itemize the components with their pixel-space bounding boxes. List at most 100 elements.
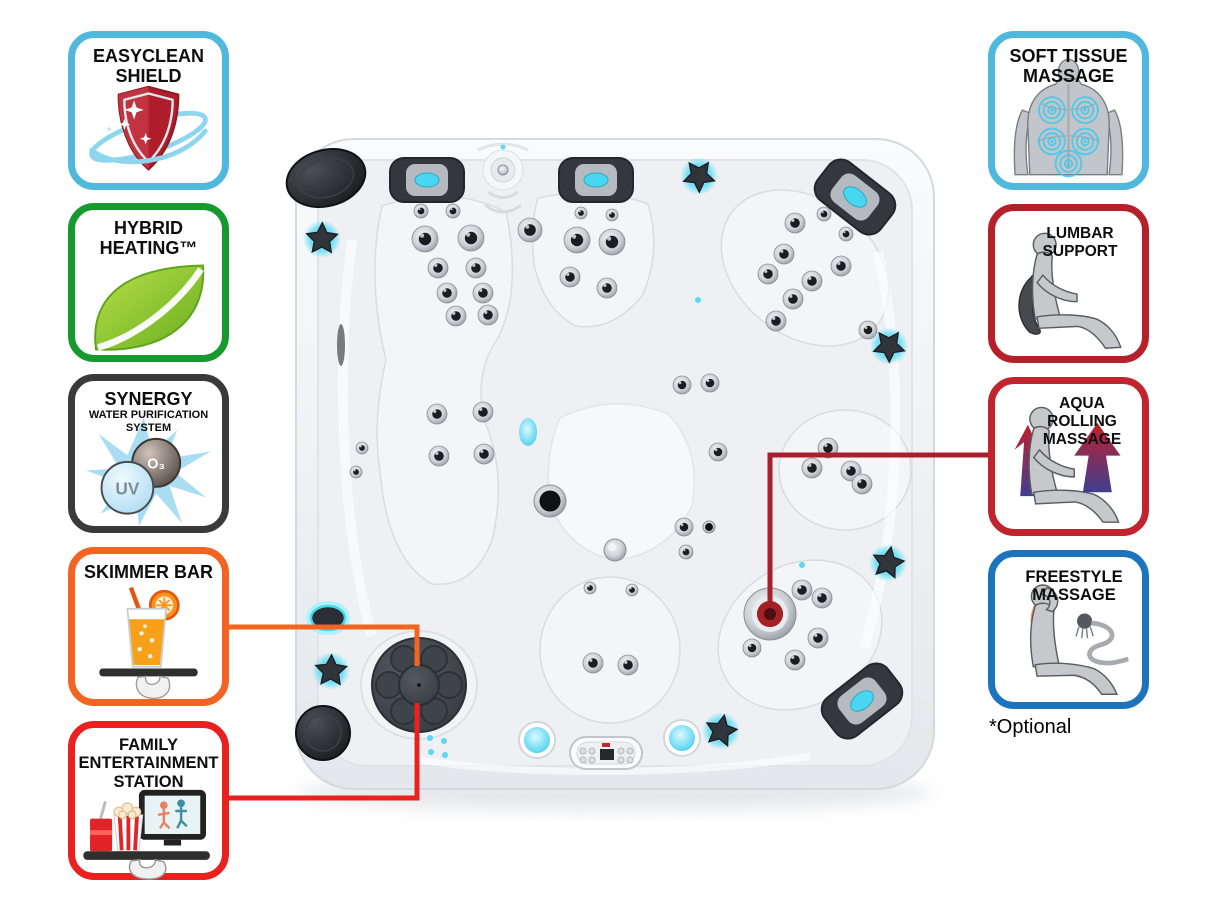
badge-soft-tissue-massage: SOFT TISSUE MASSAGE bbox=[988, 31, 1149, 190]
skimmer-bar-connector bbox=[228, 624, 420, 666]
spa-jet bbox=[582, 652, 604, 674]
badge-title: EASYCLEAN SHIELD bbox=[92, 46, 204, 87]
spa-jet bbox=[784, 212, 806, 234]
spa-jet bbox=[413, 203, 429, 219]
panel-logo bbox=[602, 743, 610, 747]
led-light bbox=[518, 721, 556, 759]
badge-family-entertainment-station: FAMILY ENTERTAINMENT STATION bbox=[68, 721, 229, 880]
spa-jet bbox=[574, 206, 588, 220]
diverter-cap bbox=[306, 601, 350, 635]
speaker-dome bbox=[285, 148, 367, 208]
headrest-pillow bbox=[820, 662, 904, 740]
massage-pulse-rings bbox=[1038, 96, 1099, 178]
back-massage-icon bbox=[1013, 58, 1124, 178]
spa-jet bbox=[782, 288, 804, 310]
spa-jet bbox=[674, 517, 694, 537]
badge-title: FREESTYLE MASSAGE bbox=[1025, 568, 1123, 605]
spa-jets bbox=[349, 203, 878, 676]
sparkles bbox=[105, 100, 152, 149]
ozone-label: O₃ bbox=[147, 457, 165, 473]
led-light bbox=[663, 719, 701, 757]
spa-jet bbox=[563, 226, 591, 254]
badge-aqua-rolling-massage: AQUA ROLLING MASSAGE bbox=[988, 377, 1149, 536]
badge-title: SKIMMER BAR bbox=[84, 562, 213, 582]
seated-lumbar-icon bbox=[1018, 232, 1122, 349]
badge-easyclean-shield: EASYCLEAN SHIELD bbox=[68, 31, 229, 190]
badge-title: SOFT TISSUE MASSAGE bbox=[1009, 46, 1128, 87]
badge-title: SYNERGY bbox=[104, 389, 193, 409]
spa-jet bbox=[678, 544, 694, 560]
panel-buttons[interactable] bbox=[579, 747, 634, 764]
badge-hybrid-heating: HYBRID HEATING™ bbox=[68, 203, 229, 362]
spa-jet bbox=[472, 282, 494, 304]
spa-jet bbox=[445, 203, 461, 219]
spa-fixtures bbox=[285, 142, 904, 770]
spa-jet bbox=[858, 320, 878, 340]
spa-jet bbox=[517, 217, 543, 243]
spa-jet bbox=[605, 208, 619, 222]
air-control-valve[interactable] bbox=[869, 544, 907, 582]
tub-highlights bbox=[337, 239, 901, 776]
lit-accent bbox=[519, 418, 537, 446]
spa-jet bbox=[801, 270, 823, 292]
spa-jet bbox=[672, 375, 692, 395]
uv-ozone-splash-icon: O₃ UV bbox=[86, 417, 211, 527]
badge-title: FAMILY ENTERTAINMENT STATION bbox=[78, 736, 219, 791]
uv-label: UV bbox=[115, 478, 139, 498]
spa-jet bbox=[801, 457, 823, 479]
spa-control-panel[interactable] bbox=[569, 736, 643, 770]
speaker-dome bbox=[295, 705, 351, 761]
shield-swoosh-icon bbox=[89, 85, 208, 171]
headrest-pillow bbox=[558, 157, 634, 203]
badge-title: LUMBAR SUPPORT bbox=[1042, 225, 1118, 260]
air-control-valve[interactable] bbox=[303, 220, 341, 258]
air-control-valve[interactable] bbox=[869, 324, 910, 365]
spa-jet bbox=[811, 587, 833, 609]
spa-jet bbox=[583, 581, 597, 595]
spa-jet bbox=[465, 257, 487, 279]
spa-jet bbox=[436, 282, 458, 304]
air-control-valve[interactable] bbox=[702, 712, 740, 750]
panel-display bbox=[600, 749, 614, 760]
spa-jet bbox=[559, 266, 581, 288]
badge-skimmer-bar: SKIMMER BAR bbox=[68, 547, 229, 706]
spa-jet bbox=[625, 583, 639, 597]
spa-jet bbox=[445, 305, 467, 327]
filter-lid bbox=[477, 142, 529, 214]
badge-lumbar-support: LUMBAR SUPPORT bbox=[988, 204, 1149, 363]
entertainment-tray-icon bbox=[83, 789, 210, 880]
spa-jet bbox=[742, 638, 762, 658]
headrest-pillow bbox=[389, 157, 465, 203]
spa-jet bbox=[816, 206, 832, 222]
spa-jet bbox=[700, 373, 720, 393]
badge-subtitle: WATER PURIFICATION SYSTEM bbox=[88, 409, 209, 434]
cyan-led-dots bbox=[427, 144, 805, 758]
air-control-valve[interactable] bbox=[679, 154, 720, 195]
spa-jet bbox=[349, 465, 363, 479]
spa-jet bbox=[457, 224, 485, 252]
waterfall-dome bbox=[603, 538, 627, 562]
aqua-rolling-connector bbox=[767, 452, 988, 614]
spa-jet-dark bbox=[533, 484, 567, 518]
badge-title: HYBRID HEATING™ bbox=[99, 218, 198, 259]
headrest-pillow bbox=[813, 158, 897, 236]
spa-jet bbox=[426, 403, 448, 425]
spa-jet bbox=[598, 228, 626, 256]
hose-massage-icon bbox=[1029, 584, 1129, 695]
spa-jet bbox=[851, 473, 873, 495]
spa-jet bbox=[617, 654, 639, 676]
rolling-massage-arrow-icon bbox=[1014, 406, 1121, 523]
side-slot bbox=[337, 324, 345, 366]
spa-jet bbox=[473, 443, 495, 465]
spa-jet bbox=[765, 310, 787, 332]
aqua-rolling-jet-center bbox=[757, 601, 783, 627]
spa-jet bbox=[784, 649, 806, 671]
air-control-valve[interactable] bbox=[312, 652, 350, 690]
drink-tray-icon bbox=[99, 586, 198, 700]
spa-jet bbox=[838, 226, 854, 242]
spa-jet bbox=[427, 257, 449, 279]
spa-jet bbox=[411, 225, 439, 253]
badge-freestyle-massage: FREESTYLE MASSAGE bbox=[988, 550, 1149, 709]
spa-jet bbox=[757, 263, 779, 285]
